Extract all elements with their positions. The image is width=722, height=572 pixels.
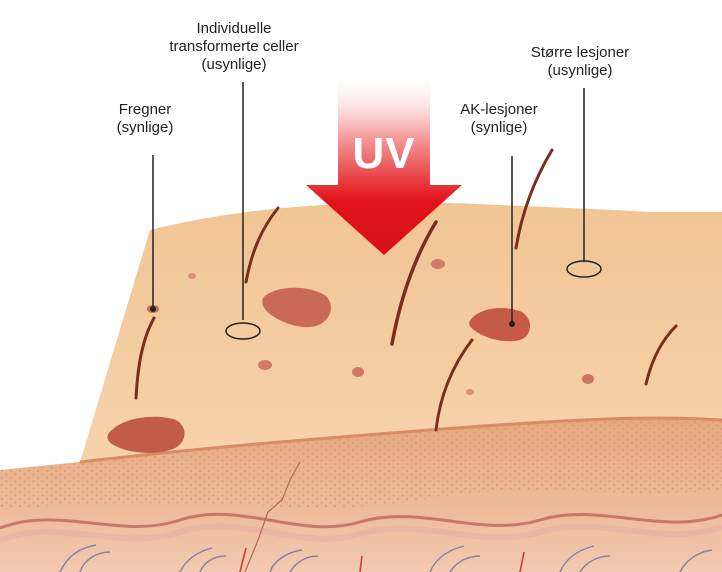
label-individual-cells-line3: (usynlige) — [169, 56, 298, 74]
label-ak-lesions-line1: AK-lesjoner — [460, 101, 538, 119]
freckle-4 — [352, 367, 364, 377]
freckle-marker-dot — [150, 306, 156, 312]
freckle-5 — [582, 374, 594, 384]
ak-marker-dot — [509, 321, 515, 327]
uv-label: UV — [352, 130, 415, 178]
freckle-7 — [466, 389, 474, 395]
label-individual-cells-line2: transformerte celler — [169, 38, 298, 56]
label-freckles-line2: (synlige) — [117, 119, 174, 137]
label-individual-cells: Individuelle transformerte celler (usynl… — [169, 20, 298, 74]
label-freckles: Fregner (synlige) — [117, 101, 174, 137]
label-larger-lesions: Større lesjoner (usynlige) — [531, 44, 629, 80]
label-ak-lesions: AK-lesjoner (synlige) — [460, 101, 538, 137]
freckle-6 — [188, 273, 196, 279]
label-larger-lesions-line2: (usynlige) — [531, 62, 629, 80]
label-individual-cells-line1: Individuelle — [169, 20, 298, 38]
label-freckles-line1: Fregner — [117, 101, 174, 119]
label-ak-lesions-line2: (synlige) — [460, 119, 538, 137]
freckle-3 — [258, 360, 272, 370]
freckle-2 — [431, 259, 445, 269]
label-larger-lesions-line1: Større lesjoner — [531, 44, 629, 62]
